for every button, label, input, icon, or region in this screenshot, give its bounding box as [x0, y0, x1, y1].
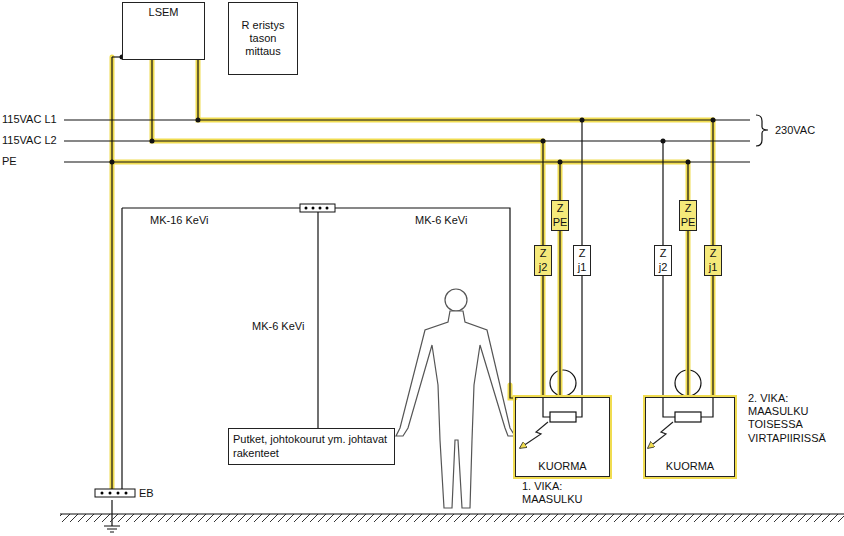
wires [64, 28, 768, 532]
node-text: Z j1 [705, 247, 721, 273]
fault-path [686, 231, 691, 397]
meter-box: R eristys tason mittaus [228, 2, 298, 75]
node-text: KUORMA [666, 460, 714, 473]
resistor-symbol [543, 398, 713, 422]
unit-box: LSEM [122, 2, 205, 60]
person-figure [396, 289, 515, 508]
load-box: KUORMA [645, 397, 735, 477]
node-text: Z PE [552, 202, 568, 228]
wire [542, 276, 543, 397]
node-text: Z j2 [535, 247, 551, 273]
diagram-label: 230VAC [775, 124, 815, 137]
impedance-box: Z j2 [534, 245, 552, 276]
diagram-label: PE [2, 155, 17, 168]
structure-box: Putket, johtokourut ym. johtavat rakente… [228, 428, 395, 465]
junction-dot [110, 55, 716, 165]
fault-path [112, 46, 713, 493]
node-text: Putket, johtokourut ym. johtavat rakente… [233, 433, 390, 459]
fault-zap [520, 422, 673, 448]
node-text: LSEM [149, 6, 179, 19]
socket-symbol [550, 370, 701, 396]
wire-connector [582, 276, 583, 397]
impedance-box: Z j1 [573, 245, 591, 276]
load-box: KUORMA [515, 397, 610, 477]
diagram-label: 115VAC L2 [2, 134, 57, 147]
wire [559, 231, 560, 397]
wire-connector [688, 231, 689, 397]
node-text: R eristys tason mittaus [233, 19, 293, 59]
impedance-box: Z j2 [654, 245, 672, 276]
node-text: KUORMA [538, 460, 586, 473]
diagram-label: MK-6 KeVi [252, 320, 304, 333]
fault-path [711, 276, 716, 397]
wire-connector [560, 231, 561, 397]
diagram-label: 115VAC L1 [2, 113, 57, 126]
diagram-label: 2. VIKA: MAASULKU TOISESSA VIRTAPIIRISSÄ [748, 392, 840, 445]
ground-hatch [60, 514, 844, 522]
diagram-label: 1. VIKA: MAASULKU [522, 480, 602, 506]
diagram-label: MK-16 KeVi [150, 214, 209, 227]
wire-connector [713, 276, 714, 397]
diagram-label: EB [139, 487, 154, 500]
wire [687, 231, 688, 397]
impedance-box: Z PE [551, 200, 569, 231]
impedance-box: Z j1 [704, 245, 722, 276]
wire [712, 276, 713, 397]
wire [581, 276, 582, 397]
fault-path [558, 231, 563, 397]
node-text: Z j1 [574, 247, 590, 273]
diagram-label: MK-6 KeVi [415, 214, 467, 227]
wire [662, 276, 663, 397]
wire-connector [663, 276, 664, 397]
impedance-box: Z PE [679, 200, 697, 231]
fault-path [541, 276, 546, 397]
node-text: Z j2 [655, 247, 671, 273]
node-text: Z PE [680, 202, 696, 228]
wire-connector [543, 276, 544, 397]
